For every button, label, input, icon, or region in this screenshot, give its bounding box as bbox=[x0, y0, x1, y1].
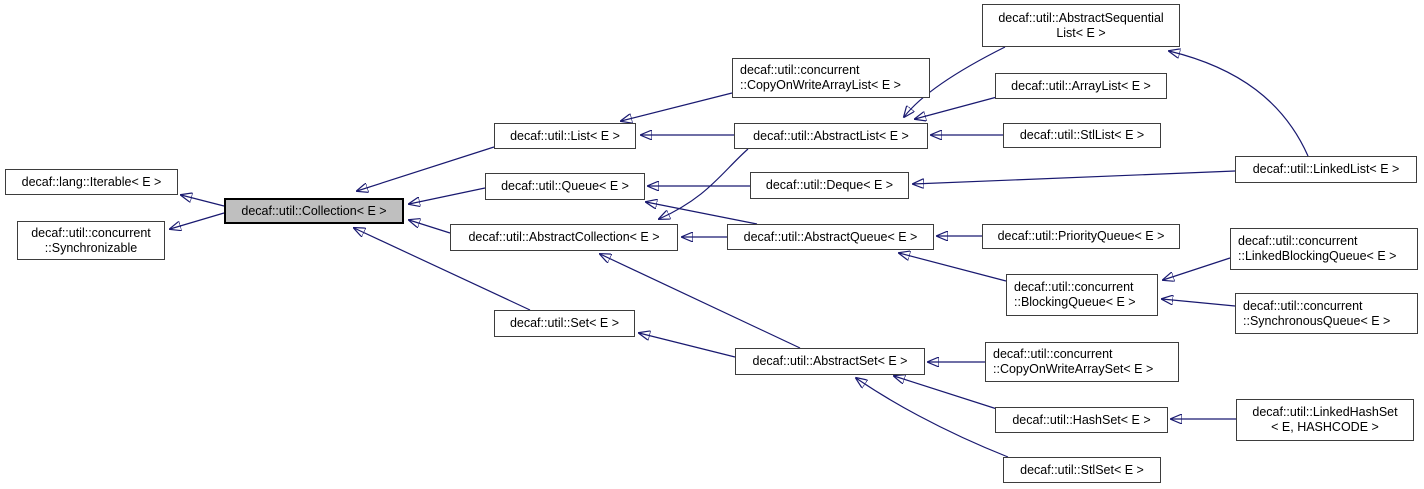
node-abstract-set[interactable]: decaf::util::AbstractSet< E > bbox=[735, 348, 925, 375]
node-linked-blocking-queue[interactable]: decaf::util::concurrent ::LinkedBlocking… bbox=[1230, 228, 1418, 270]
node-blocking-queue[interactable]: decaf::util::concurrent ::BlockingQueue<… bbox=[1006, 274, 1158, 316]
node-collection: decaf::util::Collection< E > bbox=[224, 198, 404, 224]
edge-list-to-collection bbox=[357, 146, 495, 191]
node-linked-hash-set[interactable]: decaf::util::LinkedHashSet < E, HASHCODE… bbox=[1236, 399, 1414, 441]
node-synchronizable[interactable]: decaf::util::concurrent ::Synchronizable bbox=[17, 221, 165, 260]
edge-array-list-to-abstract-list bbox=[915, 96, 998, 119]
edge-blocking-queue-to-abstract-queue bbox=[899, 253, 1007, 282]
edge-abstract-collection-to-collection bbox=[409, 220, 451, 234]
node-deque[interactable]: decaf::util::Deque< E > bbox=[750, 172, 909, 199]
edge-synchronous-queue-to-blocking-queue bbox=[1162, 299, 1236, 307]
edge-abstract-set-to-set bbox=[639, 333, 736, 358]
edge-stl-set-to-abstract-set bbox=[856, 378, 1009, 458]
edge-abstract-sequential-list-to-abstract-list bbox=[904, 46, 1006, 117]
node-set[interactable]: decaf::util::Set< E > bbox=[494, 310, 635, 337]
node-stl-list[interactable]: decaf::util::StlList< E > bbox=[1003, 123, 1161, 148]
node-abstract-sequential-list[interactable]: decaf::util::AbstractSequential List< E … bbox=[982, 4, 1180, 47]
node-stl-set[interactable]: decaf::util::StlSet< E > bbox=[1003, 457, 1161, 483]
edge-abstract-list-to-abstract-collection bbox=[659, 148, 749, 219]
edge-abstract-set-to-abstract-collection bbox=[600, 254, 801, 349]
edge-linked-list-to-abstract-sequential-list bbox=[1169, 51, 1309, 157]
edge-collection-to-iterable bbox=[181, 195, 225, 207]
edge-linked-blocking-queue-to-blocking-queue bbox=[1163, 257, 1231, 280]
node-abstract-list[interactable]: decaf::util::AbstractList< E > bbox=[734, 123, 928, 149]
node-copy-on-write-array-list[interactable]: decaf::util::concurrent ::CopyOnWriteArr… bbox=[732, 58, 930, 98]
edge-abstract-queue-to-queue bbox=[646, 202, 758, 225]
node-array-list[interactable]: decaf::util::ArrayList< E > bbox=[995, 73, 1167, 99]
node-abstract-collection[interactable]: decaf::util::AbstractCollection< E > bbox=[450, 224, 678, 251]
node-queue[interactable]: decaf::util::Queue< E > bbox=[485, 173, 645, 200]
edge-linked-list-to-deque bbox=[913, 170, 1236, 184]
node-synchronous-queue[interactable]: decaf::util::concurrent ::SynchronousQue… bbox=[1235, 293, 1418, 334]
edge-collection-to-synchronizable bbox=[170, 212, 225, 229]
edge-hash-set-to-abstract-set bbox=[894, 376, 998, 410]
edge-queue-to-collection bbox=[409, 187, 486, 204]
node-iterable[interactable]: decaf::lang::Iterable< E > bbox=[5, 169, 178, 195]
node-hash-set[interactable]: decaf::util::HashSet< E > bbox=[995, 407, 1168, 433]
node-copy-on-write-array-set[interactable]: decaf::util::concurrent ::CopyOnWriteArr… bbox=[985, 342, 1179, 382]
node-list[interactable]: decaf::util::List< E > bbox=[494, 123, 636, 149]
node-priority-queue[interactable]: decaf::util::PriorityQueue< E > bbox=[982, 224, 1180, 249]
node-abstract-queue[interactable]: decaf::util::AbstractQueue< E > bbox=[727, 224, 934, 250]
node-linked-list[interactable]: decaf::util::LinkedList< E > bbox=[1235, 156, 1417, 183]
edge-copy-on-write-array-list-to-list bbox=[621, 92, 733, 121]
edge-set-to-collection bbox=[354, 228, 531, 311]
